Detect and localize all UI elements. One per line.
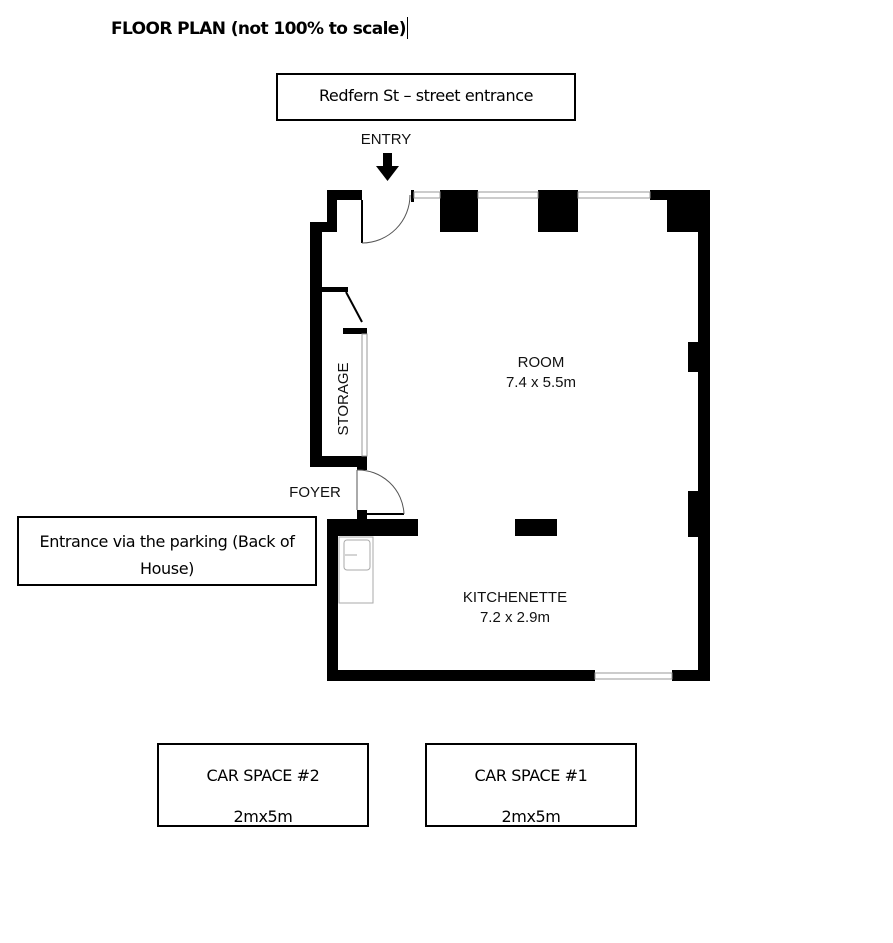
pillar bbox=[538, 190, 578, 232]
street-entrance-box: Redfern St – street entrance bbox=[276, 73, 576, 121]
walls bbox=[310, 190, 710, 681]
room-size: 7.4 x 5.5m bbox=[506, 374, 576, 391]
car-space-2-box: CAR SPACE #2 2mx5m bbox=[157, 743, 369, 827]
text-cursor bbox=[406, 17, 408, 39]
pillar bbox=[440, 190, 478, 232]
car-space-2-name: CAR SPACE #2 bbox=[206, 766, 320, 785]
title-text: FLOOR PLAN (not 100% to scale) bbox=[111, 19, 407, 39]
windows bbox=[361, 191, 673, 680]
car-space-1-box: CAR SPACE #1 2mx5m bbox=[425, 743, 637, 827]
foyer-label: FOYER bbox=[289, 484, 341, 501]
storage-label: STORAGE bbox=[335, 362, 352, 435]
car-space-1-size: 2mx5m bbox=[501, 807, 561, 826]
sink-counter bbox=[338, 536, 374, 604]
parking-entrance-box: Entrance via the parking (Back of House) bbox=[17, 516, 317, 586]
car-space-1-name: CAR SPACE #1 bbox=[474, 766, 588, 785]
document-title[interactable]: FLOOR PLAN (not 100% to scale) bbox=[111, 17, 408, 39]
entry-label: ENTRY bbox=[361, 131, 412, 148]
entry-arrow-icon bbox=[376, 153, 399, 181]
center-pillar bbox=[515, 519, 557, 536]
kitchenette-label: KITCHENETTE bbox=[463, 589, 567, 606]
car-space-2-size: 2mx5m bbox=[233, 807, 293, 826]
room-label: ROOM bbox=[518, 354, 565, 371]
kitchenette-size: 7.2 x 2.9m bbox=[480, 609, 550, 626]
doors bbox=[345, 194, 411, 515]
